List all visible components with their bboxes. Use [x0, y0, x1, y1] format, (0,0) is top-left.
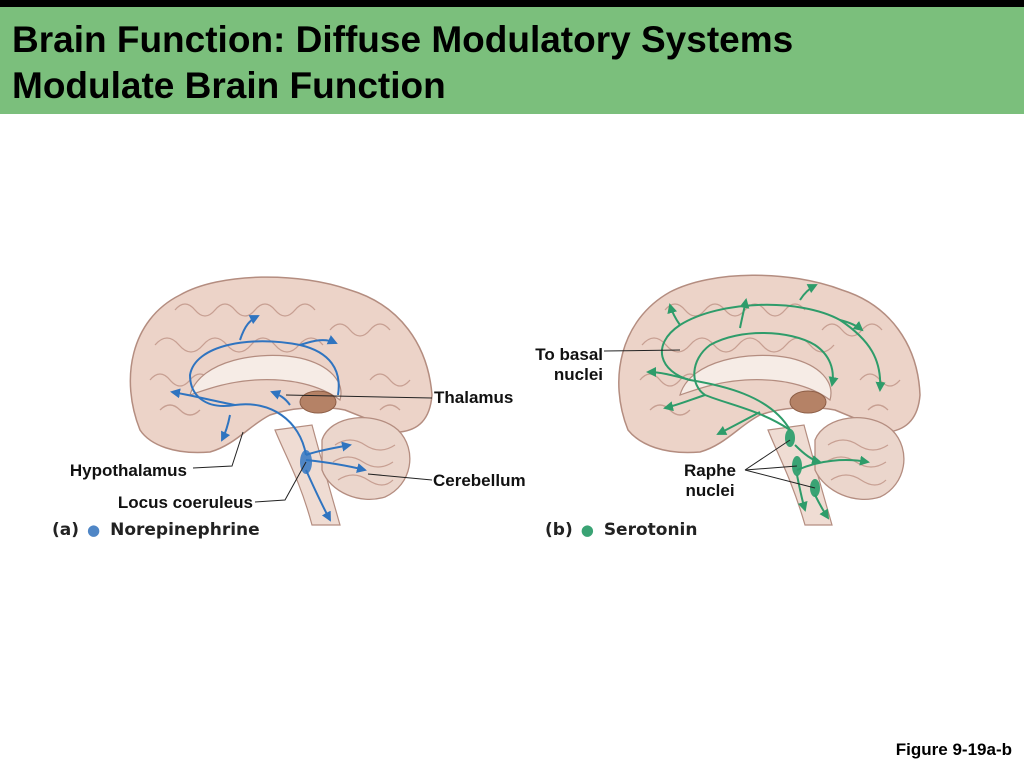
caption-b-system: Serotonin [603, 520, 698, 540]
label-thalamus: Thalamus [434, 388, 514, 407]
brain-a [129, 276, 433, 526]
caption-b: (b) ● Serotonin [545, 520, 698, 540]
caption-b-letter: (b) [545, 520, 573, 540]
label-locus-coeruleus: Locus coeruleus [117, 493, 253, 512]
label-hypothalamus: Hypothalamus [69, 461, 187, 480]
cerebellum-a [321, 417, 411, 501]
title-line-2: Modulate Brain Function [12, 65, 446, 106]
top-border [0, 0, 1024, 7]
slide-title: Brain Function: Diffuse Modulatory Syste… [12, 17, 793, 109]
cerebellum-b [814, 417, 905, 501]
label-to-basal-nuclei: To basal nuclei [500, 345, 603, 385]
norepinephrine-dot-icon: ● [87, 521, 101, 539]
label-to-basal-line1: To basal [535, 345, 603, 364]
brainstem-b [767, 424, 833, 526]
title-bar: Brain Function: Diffuse Modulatory Syste… [0, 7, 1024, 114]
figure-reference: Figure 9-19a-b [895, 740, 1012, 759]
label-cerebellum: Cerebellum [433, 471, 526, 490]
thalamus-b [789, 390, 827, 414]
serotonin-dot-icon: ● [580, 521, 594, 539]
label-raphe-line1: Raphe [684, 461, 736, 480]
corpus-callosum-a [189, 354, 342, 402]
label-to-basal-line2: nuclei [553, 365, 603, 384]
label-raphe-line2: nuclei [685, 481, 735, 500]
corpus-callosum-b [679, 354, 832, 402]
raphe-nucleus-1 [785, 429, 795, 447]
caption-a: (a) ● Norepinephrine [52, 520, 260, 540]
pathway-b-arc-outer [660, 303, 886, 431]
thalamus-a [299, 390, 337, 414]
caption-a-system: Norepinephrine [110, 520, 260, 540]
brain-b [603, 274, 921, 526]
caption-a-letter: (a) [52, 520, 80, 540]
title-line-1: Brain Function: Diffuse Modulatory Syste… [12, 19, 794, 60]
label-raphe-nuclei: Raphe nuclei [665, 461, 755, 501]
pathway-a-arc [188, 340, 340, 456]
cortex-gyri-a [149, 303, 411, 416]
